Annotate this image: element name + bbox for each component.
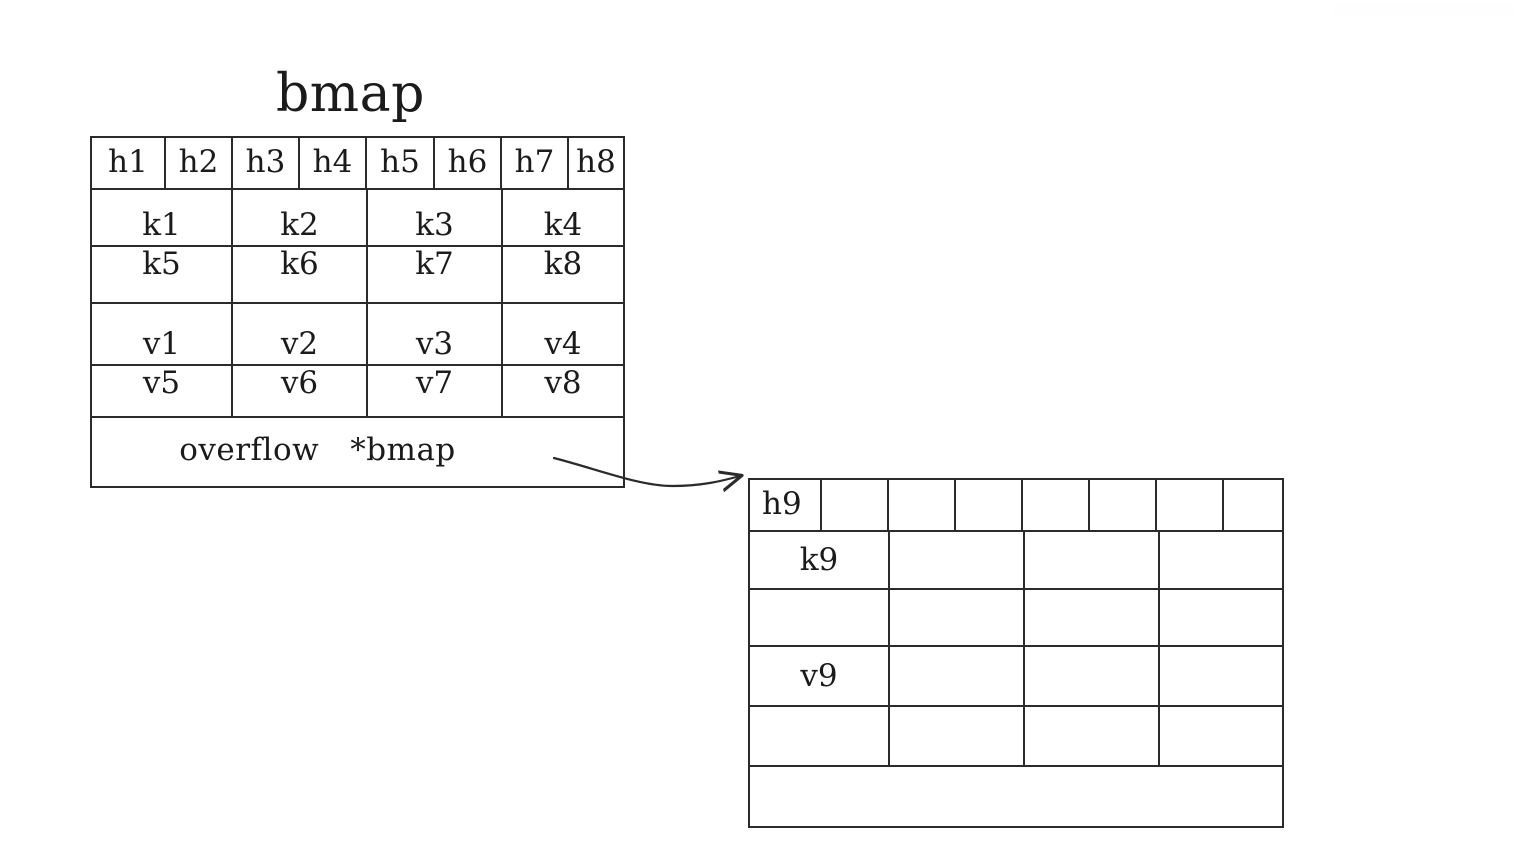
value-cell-8[interactable] xyxy=(1160,707,1282,765)
tophash-cell-3[interactable] xyxy=(889,480,956,530)
tophash-cell-8[interactable] xyxy=(1224,480,1282,530)
overflow-values-row-2 xyxy=(750,707,1282,767)
tophash-cell-h6[interactable]: h6 xyxy=(435,138,502,188)
overflow-keys-row-1: k9 xyxy=(750,532,1282,590)
value-cell-3[interactable] xyxy=(1025,647,1160,705)
value-cell-4[interactable] xyxy=(1160,647,1282,705)
tophash-cell-h7[interactable]: h7 xyxy=(502,138,569,188)
key-cell-5[interactable] xyxy=(750,590,890,645)
value-cell-5[interactable] xyxy=(750,707,890,765)
bmap-struct: h1 h2 h3 h4 h5 h6 h7 h8 k1 k2 k3 k4 k5 k… xyxy=(90,136,625,488)
key-cell-k7[interactable]: k7 xyxy=(368,247,503,302)
tophash-cell-h3[interactable]: h3 xyxy=(233,138,300,188)
bmap-overflow-row: overflow *bmap xyxy=(92,418,623,486)
overflow-bucket-overflow-row xyxy=(750,767,1282,826)
overflow-keys-row-2 xyxy=(750,590,1282,647)
key-cell-3[interactable] xyxy=(1025,532,1160,588)
overflow-cell[interactable] xyxy=(750,767,1282,826)
tophash-cell-h1[interactable]: h1 xyxy=(92,138,166,188)
bmap-tophash-row: h1 h2 h3 h4 h5 h6 h7 h8 xyxy=(92,138,623,190)
watermark-artifact xyxy=(1334,2,1514,16)
key-cell-6[interactable] xyxy=(890,590,1025,645)
key-cell-k2[interactable]: k2 xyxy=(233,190,368,245)
key-cell-4[interactable] xyxy=(1160,532,1282,588)
overflow-label: overflow *bmap xyxy=(179,432,456,468)
key-cell-8[interactable] xyxy=(1160,590,1282,645)
value-cell-7[interactable] xyxy=(1025,707,1160,765)
tophash-cell-2[interactable] xyxy=(822,480,889,530)
key-cell-k1[interactable]: k1 xyxy=(92,190,233,245)
key-cell-k5[interactable]: k5 xyxy=(92,247,233,302)
value-cell-v8[interactable]: v8 xyxy=(544,366,582,401)
tophash-cell-h4[interactable]: h4 xyxy=(300,138,367,188)
key-cell-k8[interactable]: k8 xyxy=(543,247,583,282)
key-cell-k9[interactable]: k9 xyxy=(750,532,890,588)
value-cell-v5[interactable]: v5 xyxy=(92,366,233,416)
value-cell-v3[interactable]: v3 xyxy=(368,304,503,364)
tophash-cell-6[interactable] xyxy=(1090,480,1157,530)
bmap-values-row-2: v5 v6 v7 v8 xyxy=(92,366,623,418)
tophash-cell-7[interactable] xyxy=(1157,480,1224,530)
tophash-cell-h8[interactable]: h8 xyxy=(576,143,616,180)
value-cell-v4[interactable]: v4 xyxy=(544,326,582,362)
tophash-cell-h9[interactable]: h9 xyxy=(750,480,822,530)
bmap-values-row-1: v1 v2 v3 v4 xyxy=(92,304,623,366)
overflow-values-row-1: v9 xyxy=(750,647,1282,707)
value-cell-v1[interactable]: v1 xyxy=(92,304,233,364)
key-cell-k6[interactable]: k6 xyxy=(233,247,368,302)
value-cell-6[interactable] xyxy=(890,707,1025,765)
tophash-cell-h5[interactable]: h5 xyxy=(367,138,435,188)
overflow-bmap-struct: h9 k9 v9 xyxy=(748,478,1284,828)
key-cell-k4[interactable]: k4 xyxy=(543,207,583,243)
value-cell-v7[interactable]: v7 xyxy=(368,366,503,416)
key-cell-2[interactable] xyxy=(890,532,1025,588)
value-cell-v2[interactable]: v2 xyxy=(233,304,368,364)
key-cell-k3[interactable]: k3 xyxy=(368,190,503,245)
value-cell-v9[interactable]: v9 xyxy=(750,647,890,705)
value-cell-v6[interactable]: v6 xyxy=(233,366,368,416)
key-cell-7[interactable] xyxy=(1025,590,1160,645)
bmap-keys-row-2: k5 k6 k7 k8 xyxy=(92,247,623,304)
overflow-tophash-row: h9 xyxy=(750,480,1282,532)
diagram-title: bmap xyxy=(276,64,425,124)
tophash-cell-h2[interactable]: h2 xyxy=(166,138,233,188)
bmap-keys-row-1: k1 k2 k3 k4 xyxy=(92,190,623,247)
overflow-cell[interactable]: overflow *bmap xyxy=(92,418,623,486)
value-cell-2[interactable] xyxy=(890,647,1025,705)
tophash-cell-4[interactable] xyxy=(956,480,1023,530)
tophash-cell-5[interactable] xyxy=(1023,480,1090,530)
